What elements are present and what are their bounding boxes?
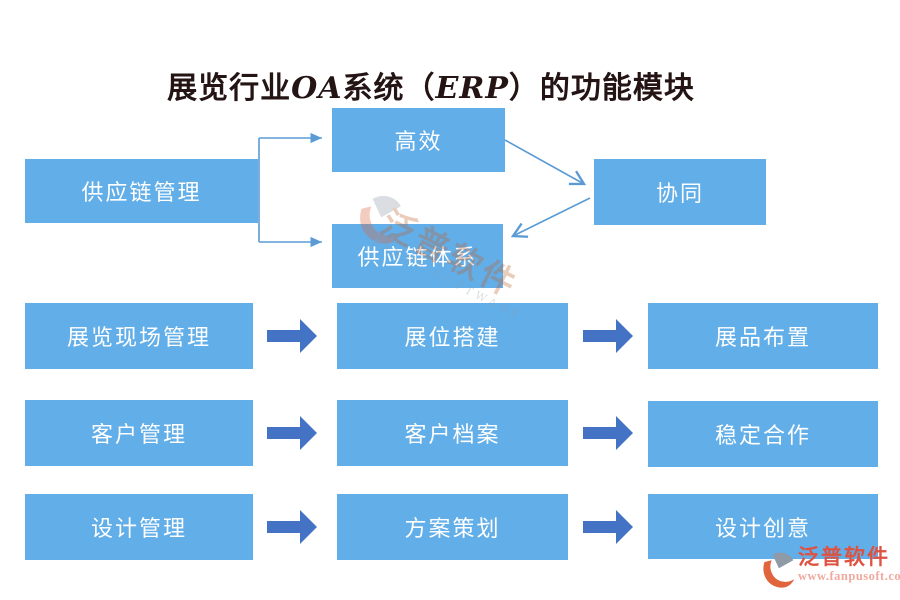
title-part: 系统（ [342,71,436,106]
node-scheme-planning: 方案策划 [337,494,568,560]
node-supply-chain-management: 供应链管理 [25,159,258,223]
right-block-arrow-icon [267,318,317,354]
footer-brand-url: www.fanpusoft.com [798,569,900,583]
footer-brand-logo: 泛普软件 www.fanpusoft.com [760,544,900,596]
node-efficiency: 高效 [332,108,505,172]
right-block-arrow-icon [583,415,633,451]
node-design-creativity: 设计创意 [648,494,878,559]
node-supply-chain-system: 供应链体系 [332,224,503,288]
node-customer-archives: 客户档案 [337,400,568,466]
node-customer-management: 客户管理 [25,400,253,466]
page-title: 展览行业OA系统（ERP）的功能模块 [0,63,862,107]
node-design-management: 设计管理 [25,494,253,560]
right-block-arrow-icon [583,509,633,545]
title-part: 展览行业 [167,71,292,106]
right-block-arrow-icon [267,509,317,545]
title-part-erp: ERP [435,71,509,106]
node-exhibition-site-management: 展览现场管理 [25,303,253,369]
arrow-collaboration-to-supply-chain-system [510,197,591,238]
footer-brand-name: 泛普软件 [798,544,890,569]
brand-swirl-icon [763,552,795,588]
title-part-oa: OA [291,71,343,106]
node-booth-construction: 展位搭建 [337,303,568,369]
title-part: ）的功能模块 [508,71,695,106]
node-exhibit-layout: 展品布置 [648,303,878,369]
node-stable-cooperation: 稳定合作 [648,401,878,467]
right-block-arrow-icon [583,318,633,354]
node-collaboration: 协同 [594,159,766,225]
right-block-arrow-icon [267,415,317,451]
arrow-efficiency-to-collaboration [504,139,587,186]
